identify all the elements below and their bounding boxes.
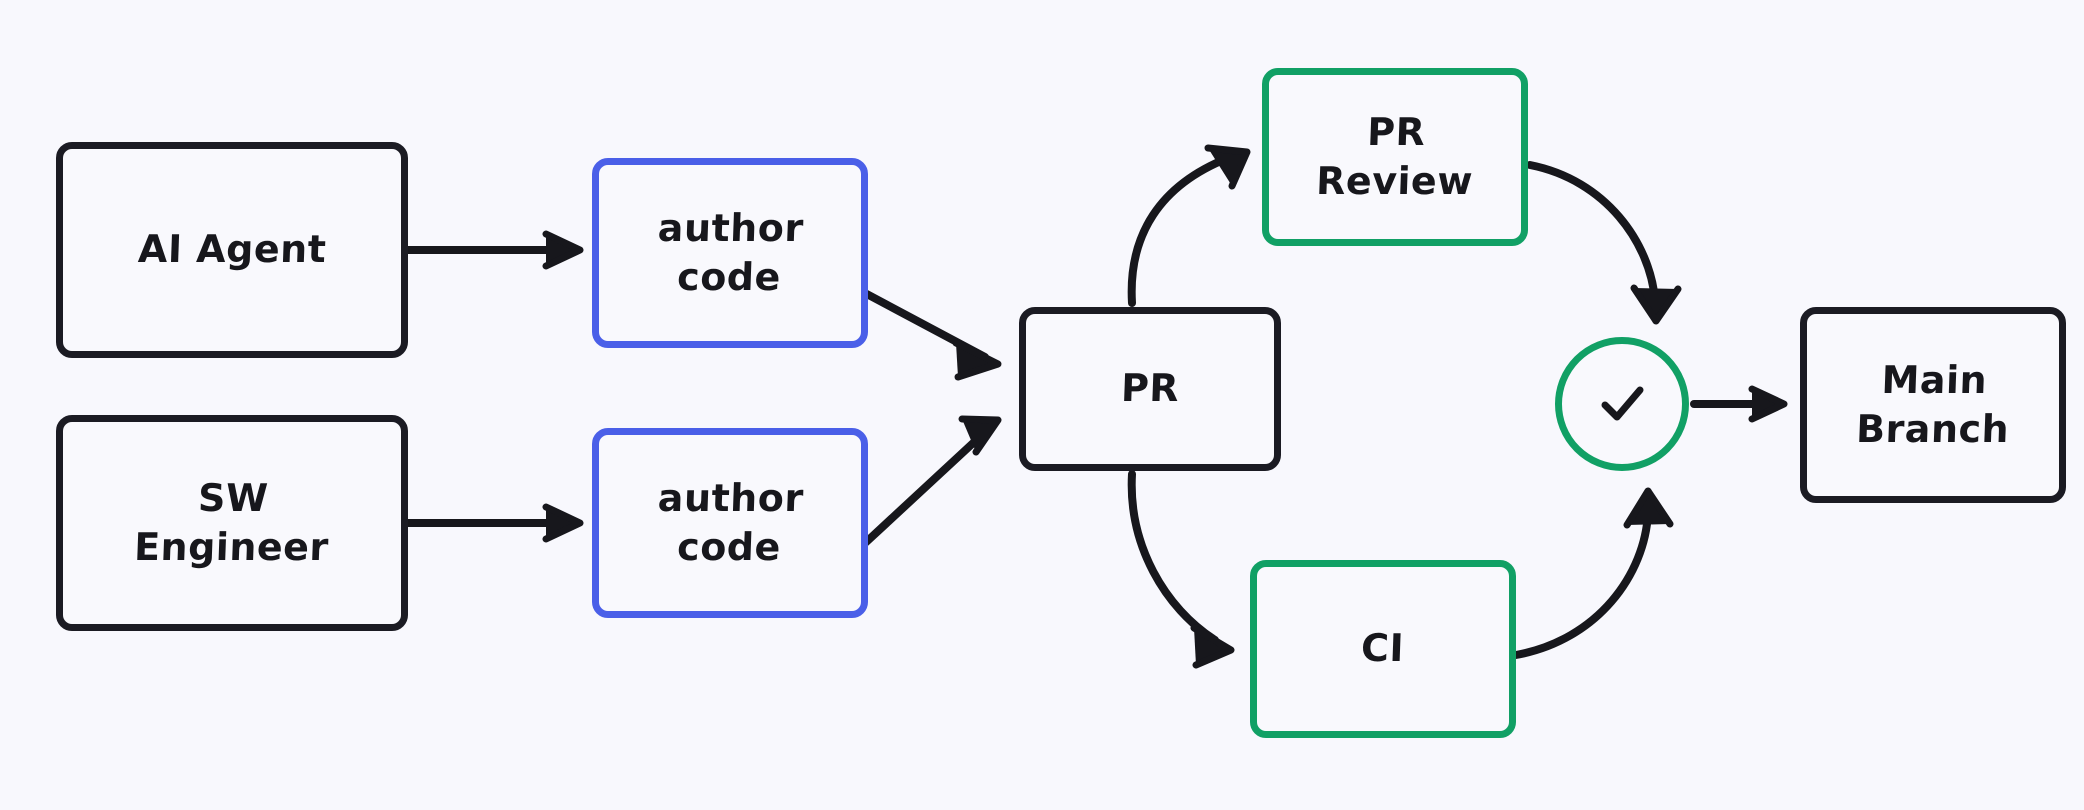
node-ci[interactable]: CI (1250, 560, 1516, 738)
node-pr-label: PR (1120, 366, 1180, 411)
node-author-code-bottom[interactable]: author code (592, 428, 868, 618)
edge-author-code-top-to-pr (859, 288, 1002, 381)
node-pr[interactable]: PR (1019, 307, 1281, 471)
node-author-code-bottom-label: author code (657, 475, 805, 569)
edge-check-to-main-branch (1690, 385, 1788, 423)
node-sw-engineer[interactable]: SW Engineer (56, 415, 408, 631)
node-main-branch[interactable]: Main Branch (1800, 307, 2066, 503)
node-sw-engineer-label: SW Engineer (133, 475, 330, 569)
node-main-branch-label: Main Branch (1854, 357, 2010, 451)
node-check-status[interactable] (1555, 337, 1689, 471)
node-ai-agent[interactable]: AI Agent (56, 142, 408, 358)
node-author-code-top-label: author code (657, 205, 805, 299)
edge-pr-to-ci (1127, 470, 1235, 669)
node-author-code-top[interactable]: author code (592, 158, 868, 348)
node-ci-label: CI (1360, 626, 1406, 671)
node-pr-review[interactable]: PR Review (1262, 68, 1528, 246)
edge-ci-to-check (1512, 487, 1674, 659)
edge-pr-to-pr-review (1127, 144, 1251, 307)
edge-ai-agent-to-author-code (404, 230, 584, 270)
node-pr-review-label: PR Review (1315, 109, 1474, 203)
node-ai-agent-label: AI Agent (137, 227, 327, 272)
check-mark-icon (1589, 371, 1655, 437)
edge-pr-review-to-check (1526, 161, 1682, 325)
edge-author-code-bottom-to-pr (859, 415, 1002, 549)
edge-sw-engineer-to-author-code (404, 503, 584, 543)
